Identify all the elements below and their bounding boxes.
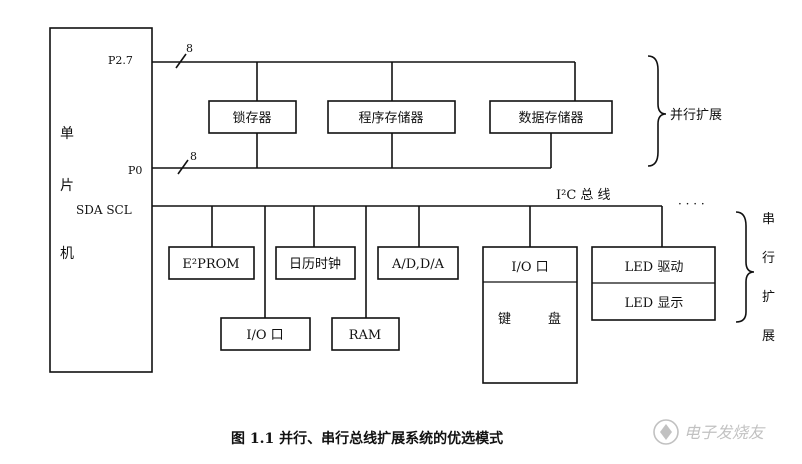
watermark-icon-mark <box>660 424 672 440</box>
parallel-brace <box>647 55 667 167</box>
io-kbd-label: I/O 口 <box>511 260 548 275</box>
serial-side-label-1: 串 <box>762 212 775 227</box>
ram-label: RAM <box>349 328 382 343</box>
mcu-port-p0: P0 <box>128 164 142 177</box>
watermark-icon <box>653 419 679 445</box>
io-keyboard-box <box>482 246 578 384</box>
figure-caption: 图 1.1 并行、串行总线扩展系统的优选模式 <box>231 430 503 447</box>
mcu-label-3: 机 <box>60 246 74 262</box>
serial-side-label-2: 行 <box>762 251 775 266</box>
latch-label: 锁存器 <box>232 110 271 126</box>
clock-label: 日历时钟 <box>289 256 341 272</box>
i2c-bus-label: I²C 总 线 <box>556 188 611 203</box>
p0-bus-width: 8 <box>190 150 197 163</box>
keyboard-label-right: 盘 <box>548 311 561 327</box>
serial-side-label-4: 展 <box>762 329 775 344</box>
parallel-side-label: 并行扩展 <box>670 108 722 123</box>
clock-box <box>275 246 356 280</box>
watermark-text: 电子发烧友 <box>684 423 766 442</box>
adda-box <box>377 246 459 280</box>
eeprom-box <box>168 246 255 280</box>
io-low-label: I/O 口 <box>246 328 283 343</box>
p0-bus-slash <box>177 159 189 175</box>
i2c-bus-ellipsis: · · · · <box>678 197 705 211</box>
led-drive-label: LED 驱动 <box>625 260 684 275</box>
mcu-box <box>49 27 153 373</box>
data-memory-label: 数据存储器 <box>518 111 583 126</box>
eeprom-label: E²PROM <box>182 257 239 272</box>
watermark-logo: 电子发烧友 <box>653 419 766 445</box>
led-display-label: LED 显示 <box>625 296 684 311</box>
mcu-label-2: 片 <box>60 178 74 194</box>
serial-side-label-3: 扩 <box>762 290 775 305</box>
mcu-label-1: 单 <box>60 126 74 142</box>
p2-bus-slash <box>175 53 187 69</box>
ram-box <box>331 317 400 351</box>
program-memory-label: 程序存储器 <box>358 111 423 126</box>
latch-box <box>208 100 297 134</box>
data-memory-box <box>489 100 613 134</box>
mcu-port-p2: P2.7 <box>108 54 133 67</box>
p2-bus-width: 8 <box>186 42 193 55</box>
mcu-pins: SDA SCL <box>76 203 132 217</box>
adda-label: A/D,D/A <box>391 257 445 272</box>
io-low-box <box>220 317 311 351</box>
serial-brace <box>735 211 755 323</box>
keyboard-label-left: 键 <box>498 312 511 327</box>
